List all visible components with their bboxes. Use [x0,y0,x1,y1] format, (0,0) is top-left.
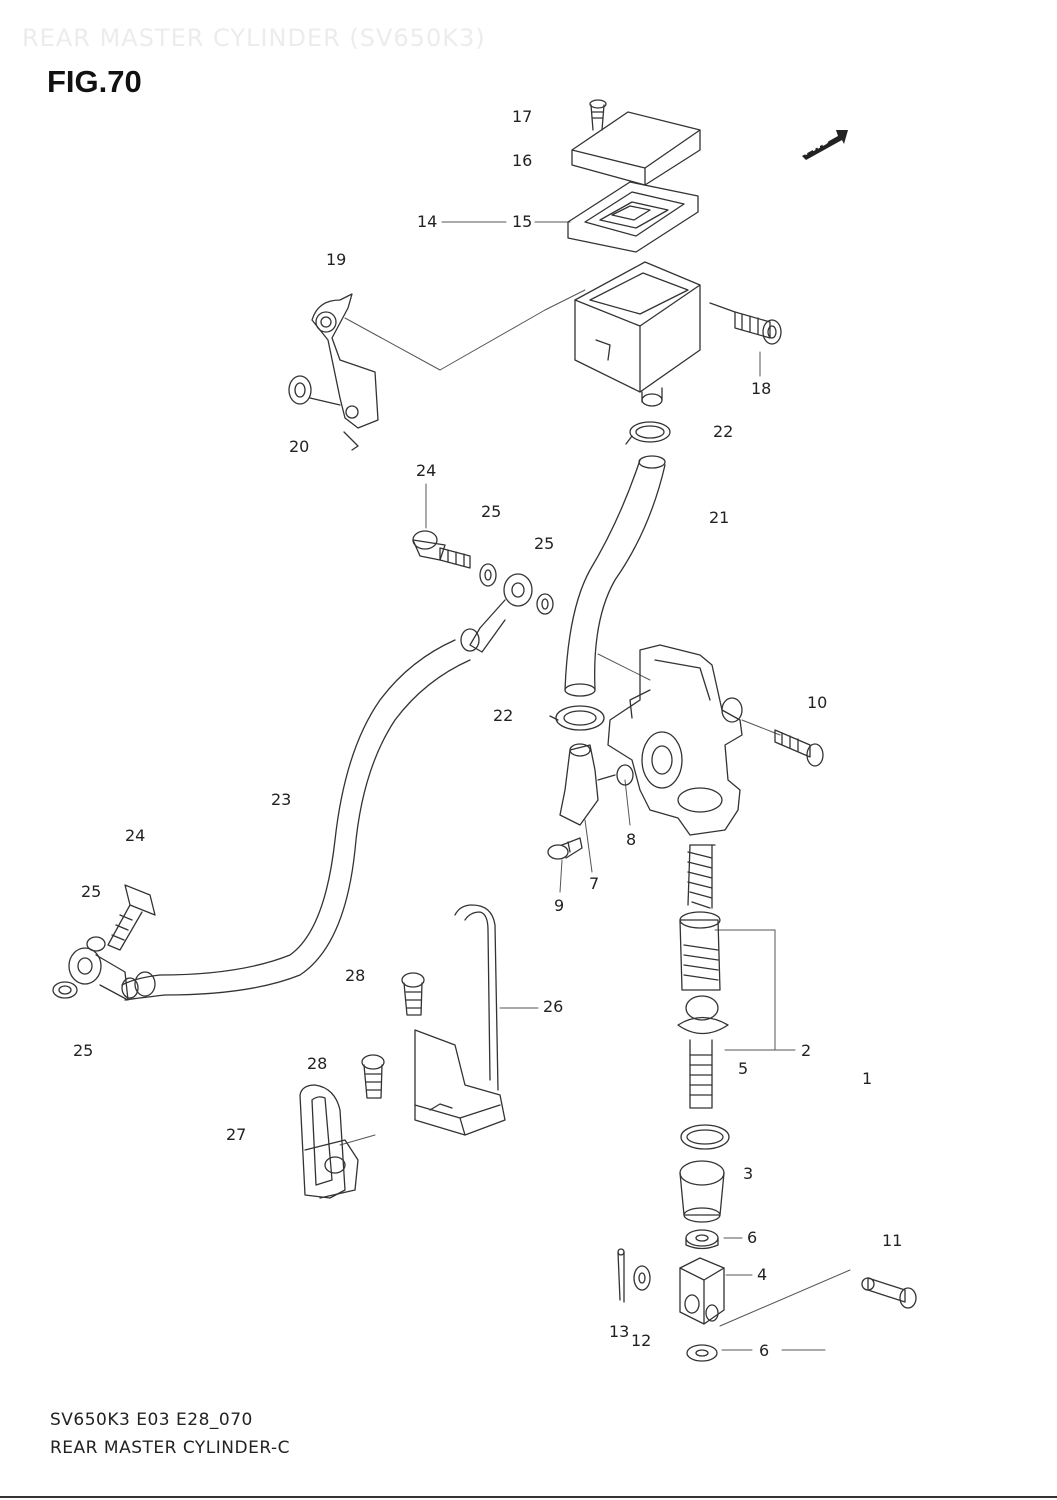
upper-washers-part [479,563,554,615]
lower-nut-part [686,1344,718,1362]
callout-26: 26 [543,997,564,1016]
callout-25-lower-a: 25 [81,882,102,901]
callout-14: 14 [417,212,438,231]
callout-2: 2 [801,1041,812,1060]
joint-screw-part [547,837,583,860]
callout-28-lower: 28 [307,1054,328,1073]
callout-9: 9 [554,896,565,915]
lower-hose-clamp-part [549,705,605,731]
clevis-part [679,1257,725,1325]
clevis-pin-part [861,1277,917,1309]
callout-18: 18 [751,379,772,398]
master-cylinder-body-part [607,644,743,836]
hose-joint-part [559,743,634,826]
cap-screw-part [589,99,607,131]
callout-13: 13 [609,1322,630,1341]
guide-bolt-upper-part [401,972,425,1016]
diaphragm-part [567,181,699,253]
callout-10: 10 [807,693,828,712]
figure-title: FIG.70 [47,64,142,99]
circlip-part [680,1124,730,1150]
callout-6-lower: 6 [759,1341,770,1360]
reservoir-hose-part [564,455,666,697]
callout-16: 16 [512,151,533,170]
callout-19: 19 [326,250,347,269]
reservoir-cap-part [571,111,701,186]
callout-4: 4 [757,1265,768,1284]
reservoir-bolt-part [709,302,782,345]
lower-banjo-fitting-part [52,936,156,1001]
callout-24-upper: 24 [416,461,437,480]
callout-3: 3 [743,1164,754,1183]
callout-1: 1 [862,1069,873,1088]
callout-25-upper-a: 25 [481,502,502,521]
callout-6-upper: 6 [747,1228,758,1247]
callout-20: 20 [289,437,310,456]
forward-arrow-icon [802,130,848,160]
callout-8: 8 [626,830,637,849]
bottom-border-line [0,1496,1057,1498]
guide-bolt-lower-part [361,1054,385,1099]
callout-25-lower-b: 25 [73,1041,94,1060]
callout-17: 17 [512,107,533,126]
hose-clamp-bracket-part [299,1084,359,1199]
callout-11: 11 [882,1231,903,1250]
hose-guide-part [414,904,506,1136]
leader-lines [339,221,851,1351]
footer-model-code: SV650K3 E03 E28_070 [50,1410,253,1430]
callout-5: 5 [738,1059,749,1078]
callout-24-lower: 24 [125,826,146,845]
callout-28-upper: 28 [345,966,366,985]
dust-boot-part [679,1160,725,1223]
lower-union-bolt-part [107,884,156,951]
push-rod-part [677,995,729,1109]
callout-27: 27 [226,1125,247,1144]
brake-hose-part [121,639,471,1001]
reservoir-bracket-part [288,293,379,451]
callout-23: 23 [271,790,292,809]
callout-15: 15 [512,212,533,231]
upper-nut-part [685,1229,719,1250]
callout-12: 12 [631,1331,652,1350]
cotter-pin-part [617,1248,651,1303]
callout-25-upper-b: 25 [534,534,555,553]
faded-header-title: REAR MASTER CYLINDER (SV650K3) [22,24,486,52]
upper-union-bolt-part [412,530,471,569]
callout-22-lower: 22 [493,706,514,725]
upper-hose-clamp-part [625,421,671,445]
upper-banjo-fitting-part [460,573,533,653]
callout-21: 21 [709,508,730,527]
callout-7: 7 [589,874,600,893]
reservoir-body-part [574,261,701,407]
callout-22-upper: 22 [713,422,734,441]
footer-diagram-name: REAR MASTER CYLINDER-C [50,1438,290,1458]
piston-spring-part [679,844,721,991]
mounting-bolt-part [774,729,824,767]
